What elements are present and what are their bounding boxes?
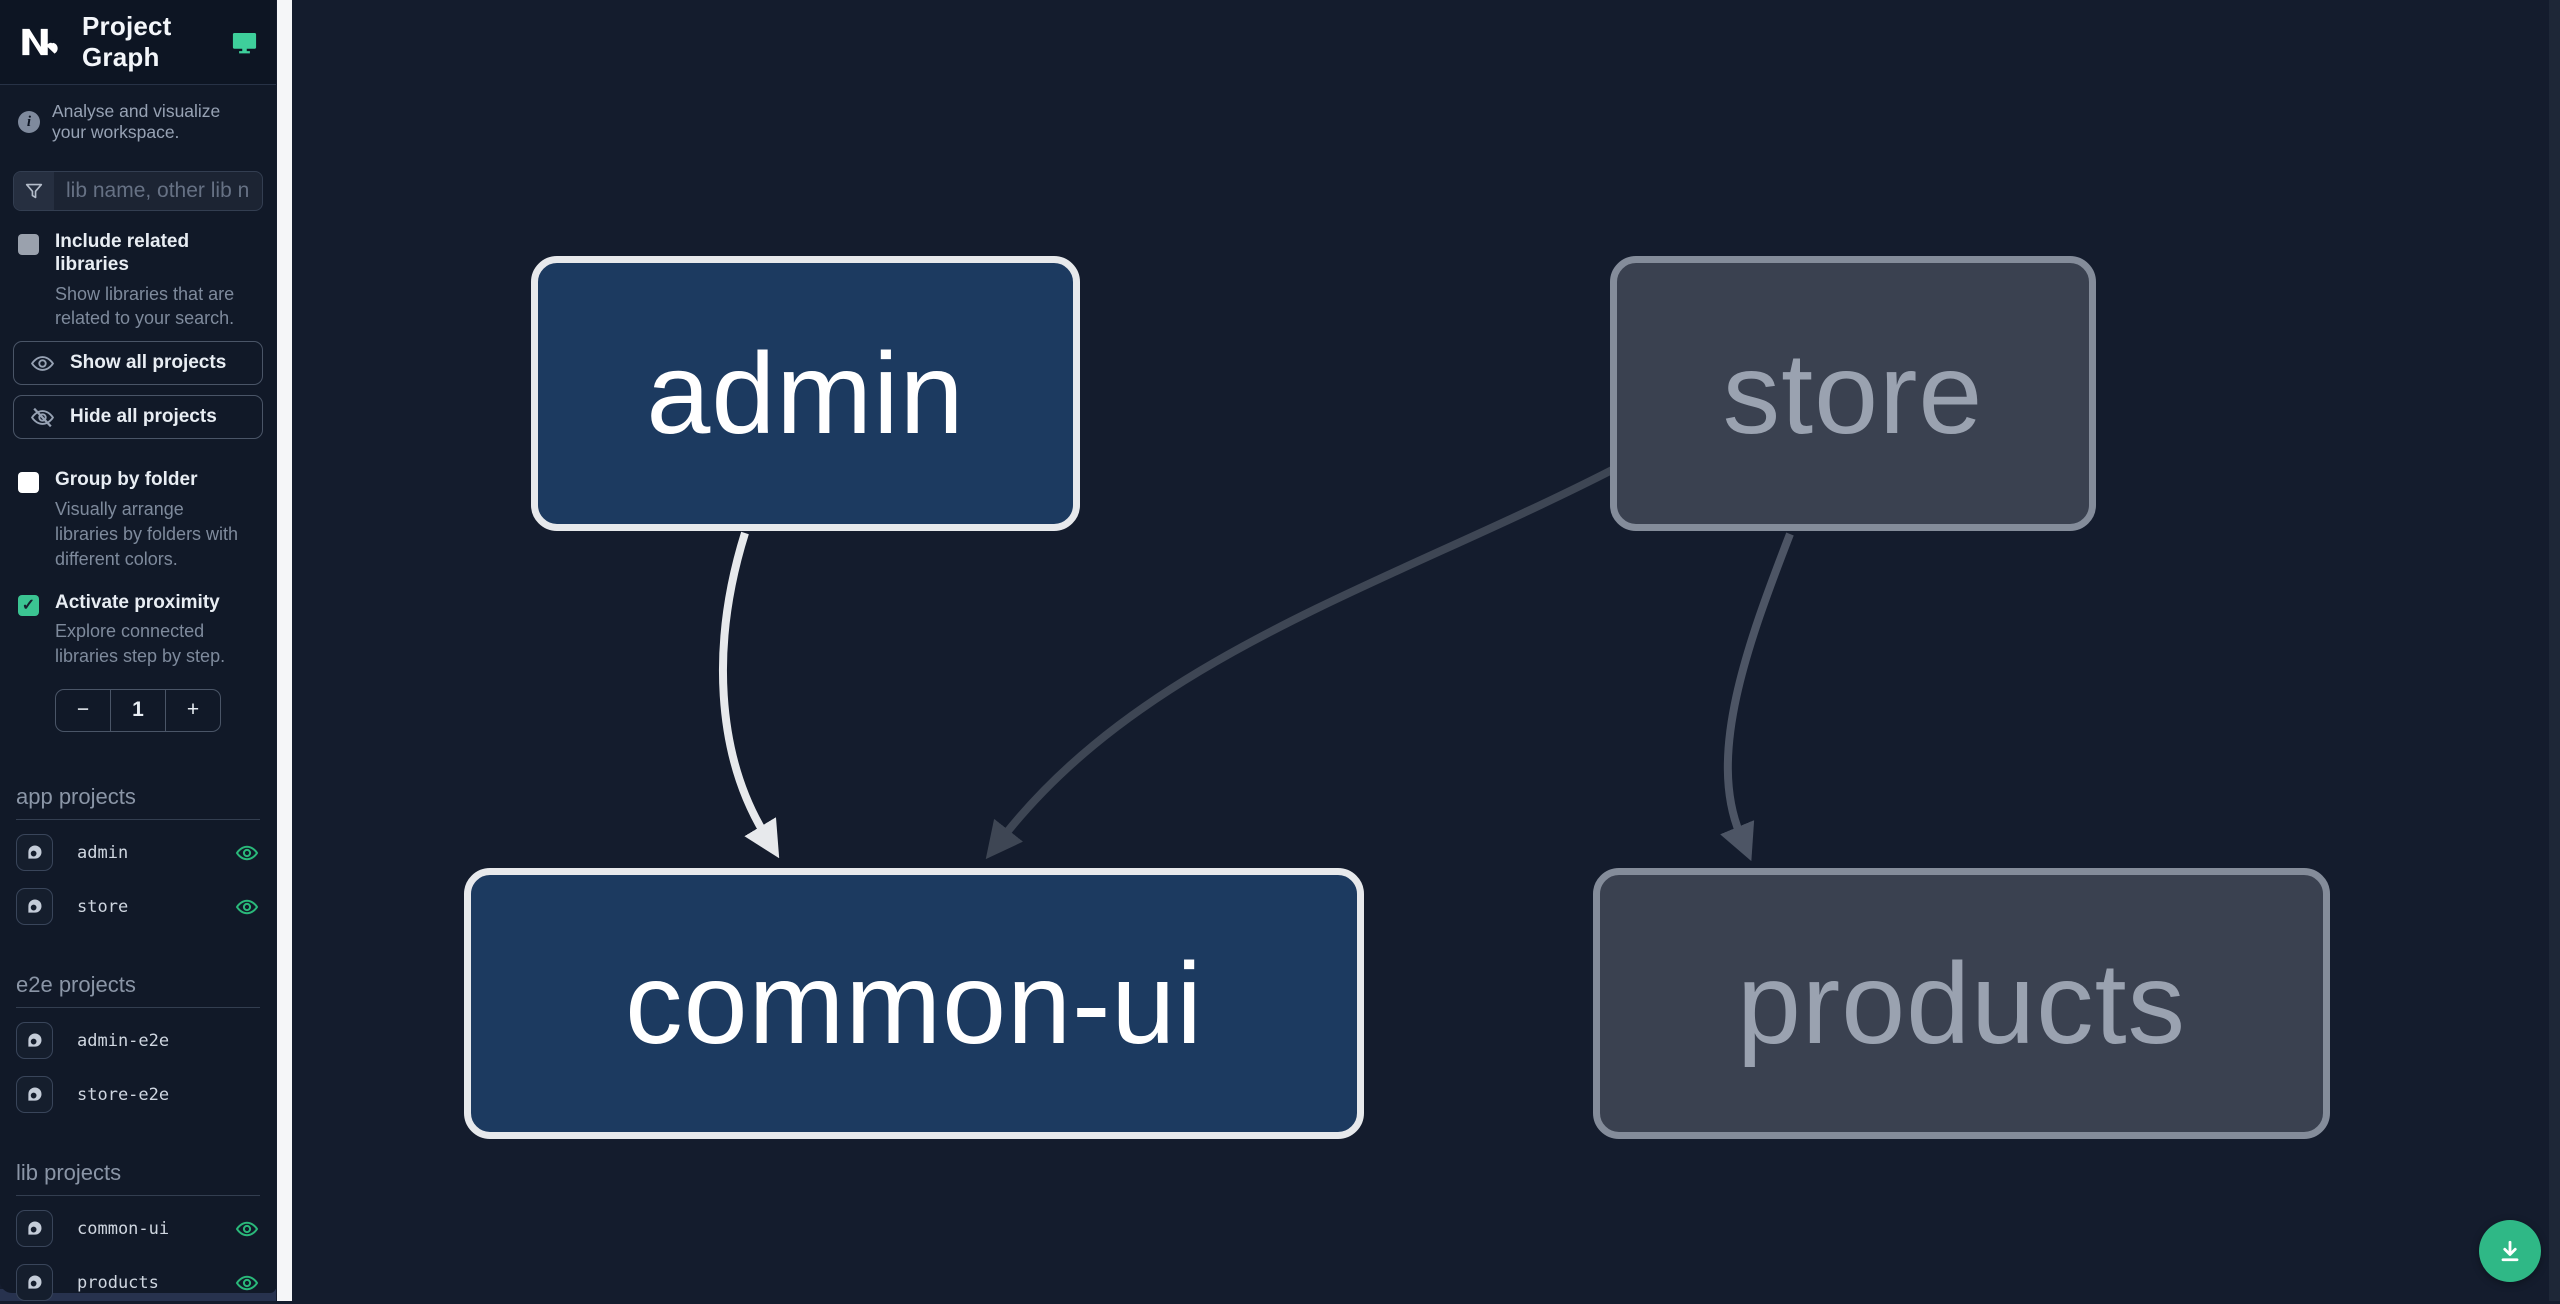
download-image-button[interactable] — [2479, 1220, 2541, 1282]
download-icon — [2501, 1240, 2519, 1262]
eye-off-icon — [30, 407, 55, 427]
project-name: admin-e2e — [77, 1030, 170, 1051]
hide-all-projects-button[interactable]: Hide all projects — [13, 395, 263, 440]
graph-edges — [719, 466, 1794, 862]
canvas-scrollbar[interactable] — [2549, 0, 2560, 1301]
search-box — [13, 171, 263, 211]
group-by-folder-label: Group by folder — [55, 469, 198, 491]
focus-icon — [28, 1275, 42, 1290]
activate-proximity-label: Activate proximity — [55, 591, 220, 613]
focus-icon — [28, 1087, 42, 1102]
activate-proximity-checkbox[interactable]: ✓ — [18, 594, 39, 616]
show-all-projects-label: Show all projects — [70, 352, 227, 374]
workspace-subtitle: Analyse and visualize your workspace. — [52, 101, 221, 142]
section-e2e-projects: e2e projects admin-e2e store-e2e — [16, 972, 260, 1116]
section-title: e2e projects — [16, 972, 260, 1008]
section-lib-projects: lib projects common-ui products — [16, 1160, 260, 1304]
node-label: common-ui — [625, 939, 1203, 1068]
app-title: Project Graph — [82, 11, 172, 72]
project-row-admin: admin — [16, 832, 260, 874]
include-related-description: Show libraries that are related to your … — [55, 283, 235, 329]
focus-project-button[interactable] — [16, 1022, 53, 1060]
show-all-projects-button[interactable]: Show all projects — [13, 341, 263, 386]
group-by-folder-checkbox[interactable] — [18, 472, 39, 494]
monitor-icon[interactable] — [231, 27, 258, 57]
focus-icon — [28, 1033, 42, 1048]
graph-canvas[interactable]: admin store common-ui products — [292, 0, 2560, 1301]
include-related-checkbox[interactable] — [18, 234, 39, 255]
option-include-related: Include related libraries Show libraries… — [0, 211, 276, 331]
focus-icon — [28, 845, 42, 860]
graph-node-store[interactable]: store — [1610, 256, 2096, 531]
group-by-folder-description: Visually arrange libraries by folders wi… — [55, 499, 239, 569]
focus-project-button[interactable] — [16, 1264, 53, 1302]
focus-icon — [28, 1221, 42, 1236]
project-name: common-ui — [77, 1218, 170, 1239]
eye-icon — [30, 355, 55, 371]
edge-admin-to-common-ui[interactable] — [719, 531, 780, 859]
filter-icon — [14, 172, 54, 210]
node-label: store — [1722, 329, 1984, 458]
sidebar: Project Graph i Analyse and visualize yo… — [0, 0, 276, 1302]
activate-proximity-description: Explore connected libraries step by step… — [55, 621, 226, 667]
project-row-admin-e2e: admin-e2e — [16, 1020, 260, 1062]
project-row-common-ui: common-ui — [16, 1208, 260, 1250]
node-label: admin — [646, 329, 965, 458]
focus-project-button[interactable] — [16, 1210, 53, 1248]
graph-node-admin[interactable]: admin — [531, 256, 1080, 531]
project-name: store — [77, 896, 129, 917]
include-related-label: Include related libraries — [55, 231, 190, 275]
sidebar-header: Project Graph — [0, 0, 276, 84]
project-visible-eye-icon[interactable] — [234, 840, 260, 866]
section-title: lib projects — [16, 1160, 260, 1196]
focus-project-button[interactable] — [16, 834, 53, 872]
proximity-increment-button[interactable]: + — [186, 698, 200, 722]
project-name: products — [77, 1272, 159, 1293]
graph-node-common-ui[interactable]: common-ui — [464, 868, 1364, 1139]
project-name: store-e2e — [77, 1084, 170, 1105]
edge-store-to-common-ui[interactable] — [985, 466, 1614, 860]
project-visible-eye-icon[interactable] — [234, 1216, 260, 1242]
focus-project-button[interactable] — [16, 888, 53, 926]
hide-all-projects-label: Hide all projects — [70, 406, 217, 428]
project-row-store: store — [16, 886, 260, 928]
project-name: admin — [77, 842, 129, 863]
section-title: app projects — [16, 784, 260, 820]
workspace-info: i Analyse and visualize your workspace. — [0, 84, 276, 157]
search-input[interactable] — [54, 172, 262, 210]
edge-store-to-products[interactable] — [1720, 532, 1794, 862]
focus-project-button[interactable] — [16, 1076, 53, 1114]
project-visible-eye-icon[interactable] — [234, 1270, 260, 1296]
graph-node-products[interactable]: products — [1593, 868, 2330, 1139]
info-icon: i — [18, 111, 40, 133]
node-label: products — [1736, 939, 2187, 1068]
proximity-value: 1 — [110, 689, 166, 731]
project-row-products: products — [16, 1262, 260, 1304]
focus-icon — [28, 899, 42, 914]
project-visible-eye-icon[interactable] — [234, 894, 260, 920]
option-group-by-folder: Group by folder Visually arrange librari… — [0, 439, 276, 571]
sidebar-scrollbar[interactable] — [277, 0, 292, 1301]
option-activate-proximity: ✓ Activate proximity Explore connected l… — [0, 572, 276, 669]
project-row-store-e2e: store-e2e — [16, 1074, 260, 1116]
proximity-stepper: − 1 + — [55, 688, 221, 732]
check-icon: ✓ — [21, 597, 36, 615]
section-app-projects: app projects admin store — [16, 784, 260, 928]
proximity-decrement-button[interactable]: − — [76, 698, 90, 722]
nx-logo-icon — [22, 28, 58, 56]
